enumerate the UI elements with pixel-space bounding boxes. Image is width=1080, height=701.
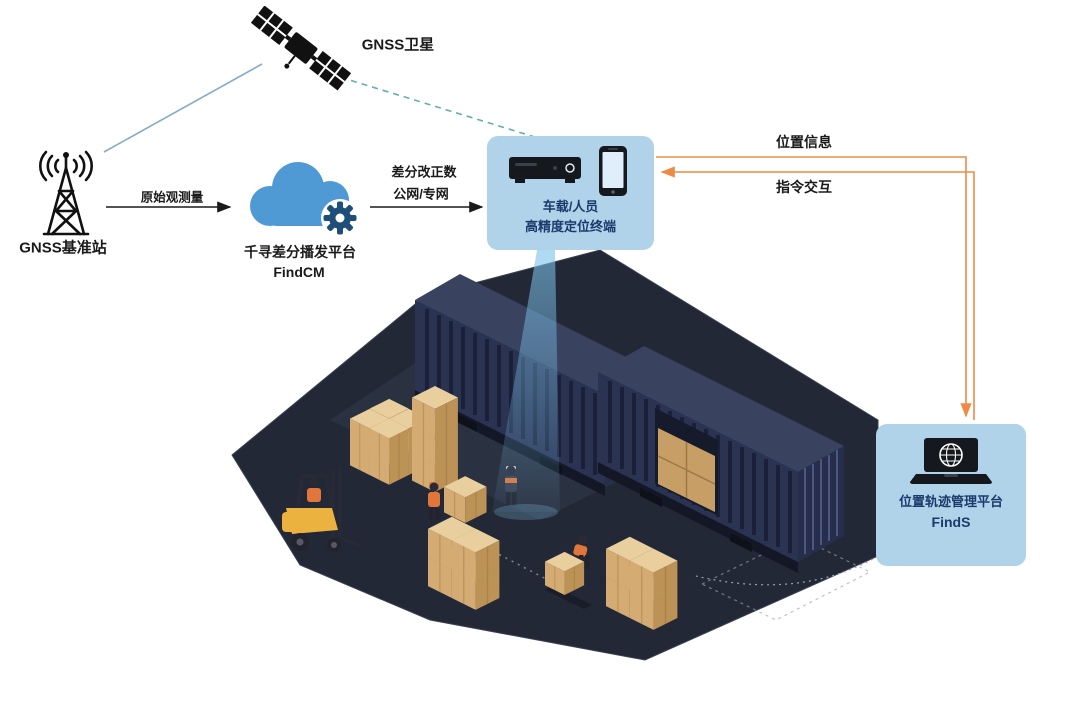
crate-stack-tall	[411, 385, 459, 493]
warehouse-illustration	[231, 249, 879, 661]
satellite-icon	[250, 6, 352, 91]
ground-aisle	[330, 360, 640, 520]
correction-label-line2: 公网/专网	[393, 186, 449, 202]
terminal-label-line2: 高精度定位终端	[524, 218, 616, 234]
radio-tower-icon	[39, 150, 93, 236]
link-satellite-to-terminal	[329, 73, 539, 139]
laptop-globe-icon	[910, 438, 992, 484]
platform-card: 位置轨迹管理平台 FindS	[876, 424, 1026, 566]
cloud-platform-title: 千寻差分播发平台	[244, 244, 356, 260]
cloud-gear-icon	[250, 162, 359, 237]
correction-label-line1: 差分改正数	[391, 164, 457, 180]
raw-observation-label: 原始观测量	[140, 190, 204, 205]
satellite-label: GNSS卫星	[361, 36, 435, 54]
positioning-beam	[492, 250, 560, 520]
cloud-platform-subtitle: FindCM	[273, 264, 325, 280]
arrow-position-info	[656, 156, 972, 418]
command-interaction-label: 指令交互	[776, 179, 832, 195]
arrow-command-interaction	[660, 166, 975, 420]
forklift	[282, 466, 361, 552]
platform-subtitle: FindS	[931, 513, 971, 530]
container-b	[598, 346, 844, 573]
position-info-label: 位置信息	[776, 134, 832, 150]
base-station-label: GNSS基准站	[19, 239, 107, 257]
terminal-card: 车载/人员 高精度定位终端	[487, 136, 654, 250]
link-satellite-to-station	[103, 63, 263, 153]
worker-figure	[428, 482, 440, 520]
terminal-label-line1: 车载/人员	[542, 199, 599, 214]
receiver-and-phone-icon	[508, 146, 627, 196]
gear-icon	[323, 201, 357, 235]
platform-title: 位置轨迹管理平台	[898, 494, 1003, 509]
